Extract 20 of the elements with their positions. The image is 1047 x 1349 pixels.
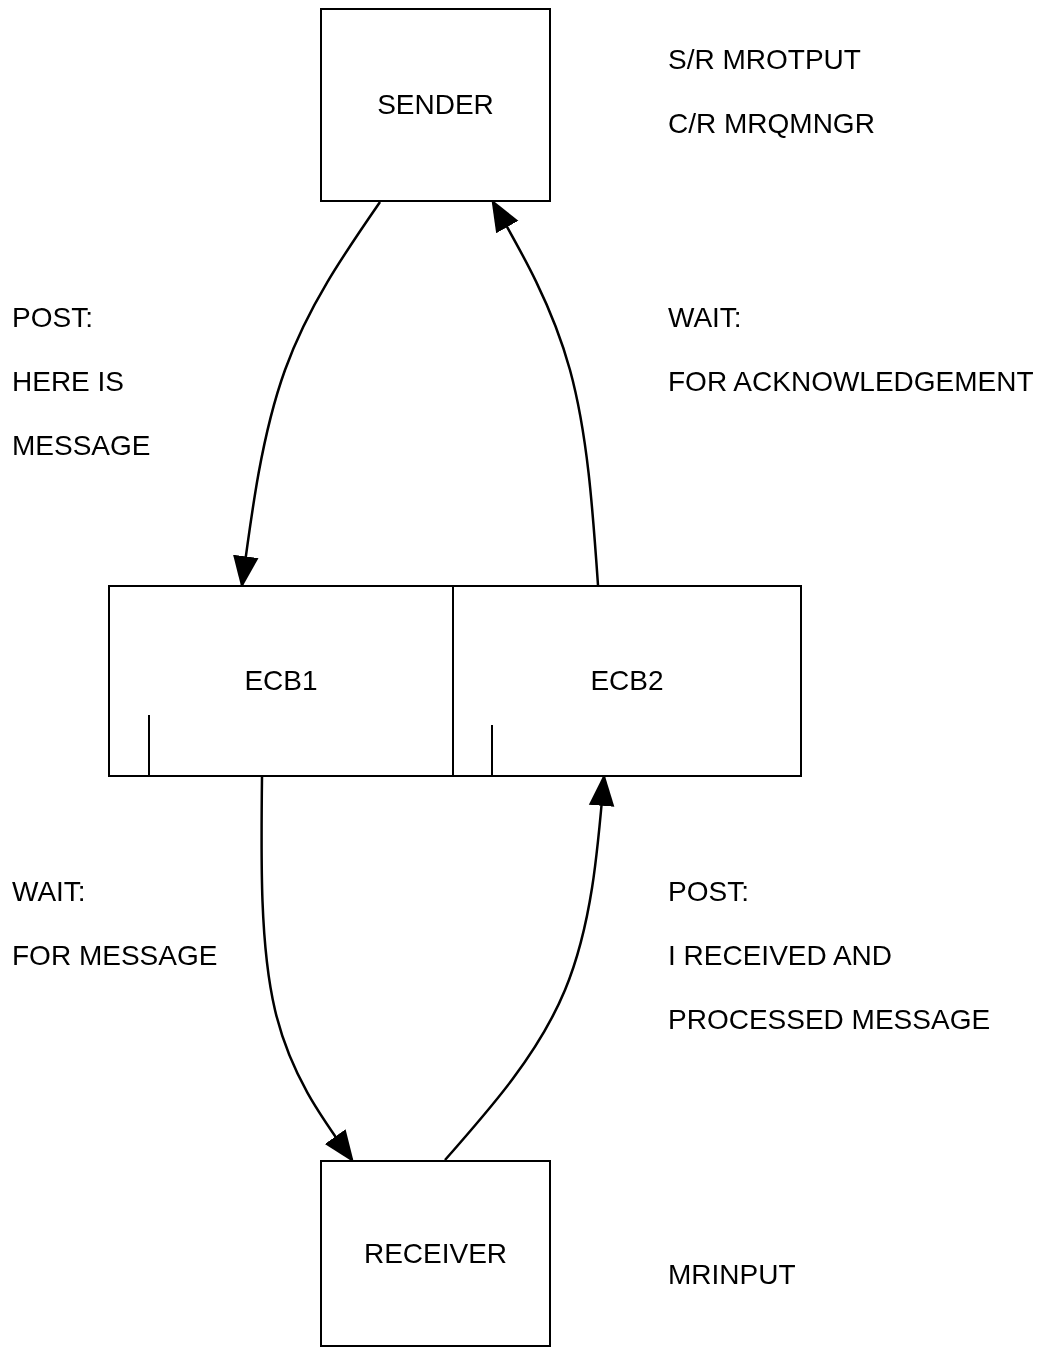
action-label: POST: <box>12 301 94 335</box>
module-name: MRINPUT <box>668 1258 797 1292</box>
node-label: SENDER <box>377 89 494 121</box>
action-label: WAIT: <box>668 301 743 335</box>
description-label: I RECEIVED AND PROCESSED MESSAGE <box>668 939 992 1037</box>
node-label: ECB1 <box>244 665 318 697</box>
action-label: WAIT: <box>12 875 87 909</box>
arrow <box>260 777 354 1163</box>
description-label: FOR ACKNOWLEDGEMENT <box>668 365 1035 399</box>
module-name: S/R MROTPUT <box>668 43 861 77</box>
description-label: HERE IS MESSAGE <box>12 365 152 463</box>
module-name: C/R MRQMNGR <box>668 107 875 141</box>
description-label: FOR MESSAGE <box>12 939 219 973</box>
process-box <box>320 8 551 202</box>
action-label: POST: <box>668 875 750 909</box>
process-box <box>452 585 802 777</box>
process-box <box>320 1160 551 1347</box>
process-box <box>108 585 454 777</box>
node-label: RECEIVER <box>363 1237 508 1270</box>
node-label: ECB2 <box>590 665 664 697</box>
